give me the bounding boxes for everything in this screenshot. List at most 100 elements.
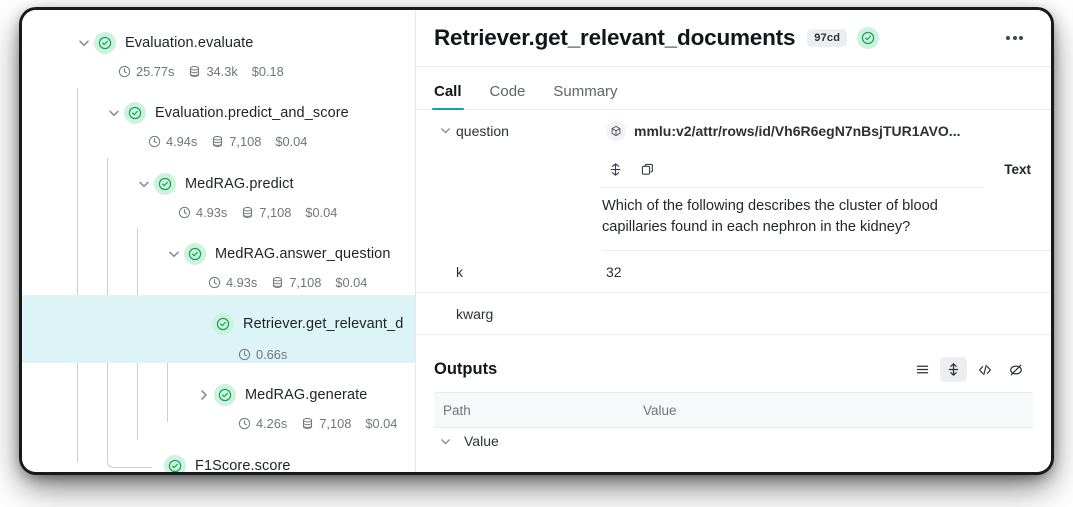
text-format-label: Text <box>1004 161 1031 177</box>
status-success-icon <box>212 313 234 335</box>
detail-header: Retriever.get_relevant_documents 97cd <box>416 10 1051 67</box>
status-success-icon <box>124 102 146 124</box>
detail-tabs[interactable]: Call Code Summary <box>416 67 1051 110</box>
chevron-down-icon[interactable] <box>104 103 124 123</box>
clock-icon <box>238 417 251 430</box>
input-row-k[interactable]: k 32 <box>416 251 1051 293</box>
outputs-toolbar[interactable] <box>909 357 1029 382</box>
tokens-meta: 7,108 <box>271 275 321 290</box>
tree-node-row[interactable]: Evaluation.evaluate <box>74 32 253 54</box>
duration-meta: 0.66s <box>238 347 287 362</box>
status-success-icon <box>154 173 176 195</box>
clock-icon <box>208 276 221 289</box>
tree-node-meta: 0.66s <box>238 347 287 362</box>
input-row-kwarg[interactable]: kwarg <box>416 293 1051 335</box>
outputs-row-path: Value <box>464 433 499 449</box>
tree-node-label: Retriever.get_relevant_d <box>243 316 404 332</box>
chevron-down-icon[interactable] <box>74 33 94 53</box>
tree-node-label: Evaluation.evaluate <box>125 35 254 51</box>
tab-summary[interactable]: Summary <box>553 83 618 100</box>
status-success-icon <box>164 455 186 472</box>
tree-elbow-connector <box>107 410 152 468</box>
tree-node-row[interactable]: Retriever.get_relevant_d <box>212 313 403 335</box>
input-value: 32 <box>606 263 622 280</box>
database-icon <box>243 207 253 218</box>
status-success-icon <box>94 32 116 54</box>
call-id-badge: 97cd <box>807 29 848 47</box>
tree-node-row[interactable]: F1Score.score <box>164 455 291 472</box>
chevron-down-icon[interactable] <box>434 124 456 137</box>
input-key-label: k <box>456 263 463 280</box>
database-icon <box>213 136 223 147</box>
cost-meta: $0.04 <box>275 134 308 149</box>
input-row-question[interactable]: question mmlu:v2/attr/rows/id/Vh6R6egN7n… <box>416 110 1051 151</box>
duration-meta: 4.26s <box>238 416 287 431</box>
cube-icon <box>606 120 626 141</box>
tab-call[interactable]: Call <box>432 83 464 110</box>
more-horizontal-icon[interactable] <box>1000 30 1029 46</box>
tree-guide-line <box>77 88 78 462</box>
question-text-body: Which of the following describes the clu… <box>602 187 982 250</box>
clock-icon <box>238 348 251 361</box>
app-window: Evaluation.evaluate 25.77s 34.3k $0.18 E… <box>22 10 1051 472</box>
status-success-icon <box>857 27 880 49</box>
chevron-down-icon[interactable] <box>434 435 456 448</box>
copy-icon[interactable] <box>634 157 660 181</box>
tree-node-label: F1Score.score <box>195 458 291 472</box>
tree-node-meta: 4.93s 7,108 $0.04 <box>178 205 337 220</box>
duration-meta: 4.93s <box>208 275 257 290</box>
tokens-meta: 7,108 <box>241 205 291 220</box>
tree-node-label: MedRAG.generate <box>245 387 368 403</box>
status-success-icon <box>184 243 206 265</box>
database-icon <box>273 277 283 288</box>
tokens-meta: 7,108 <box>211 134 261 149</box>
hide-icon[interactable] <box>1002 357 1029 382</box>
column-header-path: Path <box>443 402 471 418</box>
clock-icon <box>148 135 161 148</box>
ref-chip[interactable]: mmlu:v2/attr/rows/id/Vh6R6egN7nBsjTUR1AV… <box>606 120 961 141</box>
text-panel-toolbar[interactable]: Text <box>602 151 1037 187</box>
list-view-icon[interactable] <box>909 357 936 382</box>
tree-node-label: MedRAG.predict <box>185 176 294 192</box>
page-title: Retriever.get_relevant_documents <box>434 25 796 50</box>
status-success-icon <box>214 384 236 406</box>
detail-panel: Retriever.get_relevant_documents 97cd Ca… <box>416 10 1051 472</box>
tree-node-meta: 4.93s 7,108 $0.04 <box>208 275 367 290</box>
tree-node-row[interactable]: MedRAG.answer_question <box>164 243 391 265</box>
database-icon <box>190 66 200 77</box>
input-value[interactable]: mmlu:v2/attr/rows/id/Vh6R6egN7nBsjTUR1AV… <box>606 120 961 141</box>
cost-meta: $0.04 <box>365 416 398 431</box>
input-key-label: kwarg <box>456 305 494 322</box>
cost-meta: $0.04 <box>305 205 338 220</box>
tree-node-row[interactable]: Evaluation.predict_and_score <box>104 102 349 124</box>
tree-node-row[interactable]: MedRAG.predict <box>134 173 294 195</box>
ref-text: mmlu:v2/attr/rows/id/Vh6R6egN7nBsjTUR1AV… <box>634 122 961 139</box>
database-icon <box>303 418 313 429</box>
chevron-right-icon[interactable] <box>194 385 214 405</box>
duration-meta: 4.94s <box>148 134 197 149</box>
tokens-meta: 7,108 <box>301 416 351 431</box>
tree-node-label: Evaluation.predict_and_score <box>155 105 349 121</box>
column-header-value: Value <box>643 402 677 418</box>
tree-node-meta: 25.77s 34.3k $0.18 <box>118 64 284 79</box>
tree-node-label: MedRAG.answer_question <box>215 246 391 262</box>
format-icon[interactable] <box>602 157 628 181</box>
duration-meta: 4.93s <box>178 205 227 220</box>
outputs-table-header: Path Value <box>434 392 1033 428</box>
clock-icon <box>178 206 191 219</box>
outputs-title: Outputs <box>434 360 498 378</box>
tree-node-meta: 4.94s 7,108 $0.04 <box>148 134 307 149</box>
chevron-down-icon[interactable] <box>164 244 184 264</box>
expand-vertical-icon[interactable] <box>940 357 967 382</box>
chevron-down-icon[interactable] <box>134 174 154 194</box>
question-text-panel: Text Which of the following describes th… <box>602 151 1051 251</box>
tab-code[interactable]: Code <box>489 83 526 100</box>
inputs-table: question mmlu:v2/attr/rows/id/Vh6R6egN7n… <box>416 110 1051 335</box>
tree-node-row[interactable]: MedRAG.generate <box>194 384 367 406</box>
outputs-row[interactable]: Value <box>416 428 1051 454</box>
trace-tree-panel[interactable]: Evaluation.evaluate 25.77s 34.3k $0.18 E… <box>22 10 416 472</box>
cost-meta: $0.04 <box>335 275 368 290</box>
code-view-icon[interactable] <box>971 357 998 382</box>
outputs-header: Outputs <box>416 335 1051 382</box>
clock-icon <box>118 65 131 78</box>
